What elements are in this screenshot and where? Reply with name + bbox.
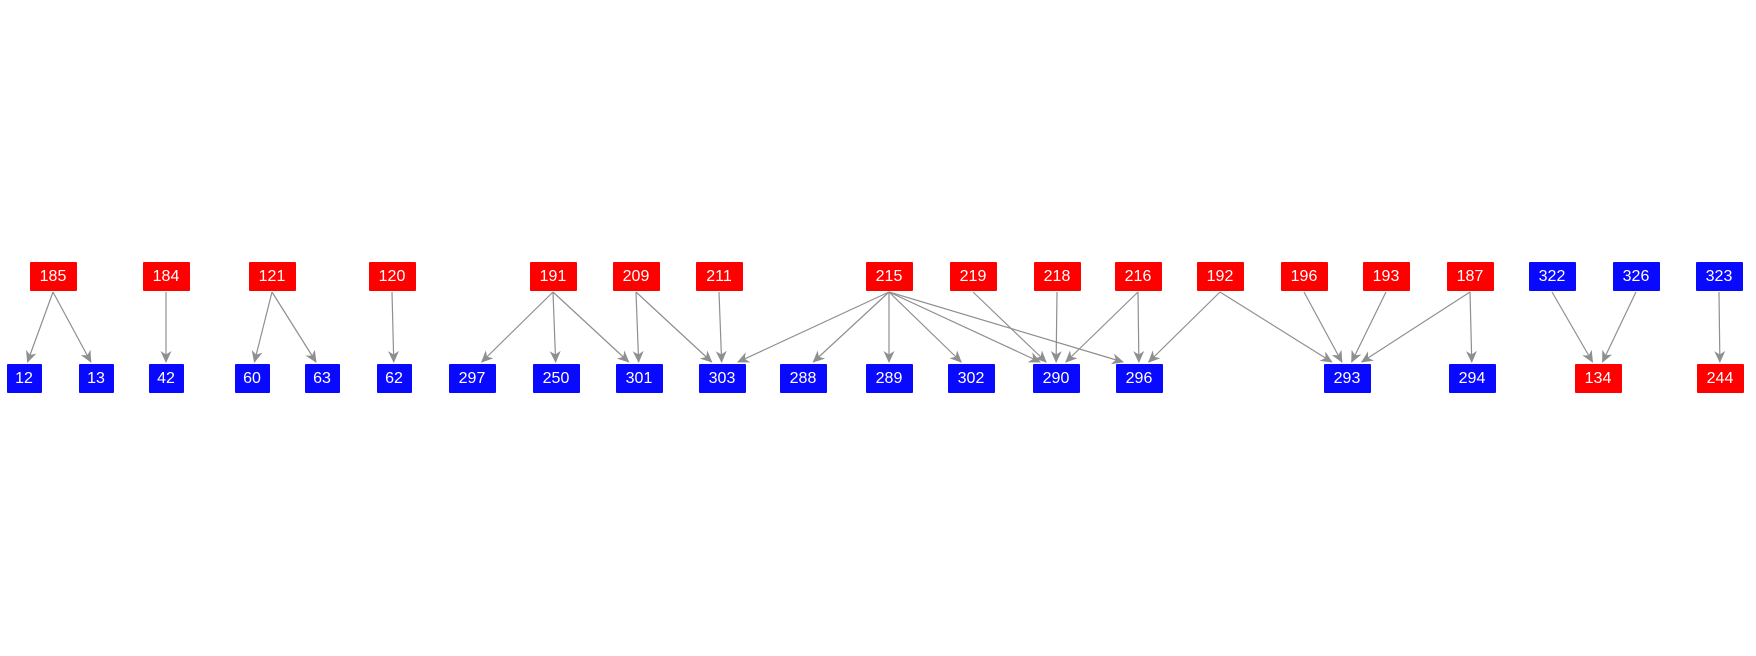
- edge-196-293: [1303, 291, 1343, 363]
- edge-191-297: [481, 291, 554, 363]
- graph-node-326: 326: [1612, 262, 1660, 291]
- graph-node-289: 289: [865, 364, 913, 393]
- edge-121-60: [251, 291, 273, 363]
- edge-326-134: [1602, 291, 1637, 363]
- graph-node-216: 216: [1114, 262, 1162, 291]
- graph-node-218: 218: [1033, 262, 1081, 291]
- edge-215-302: [888, 291, 962, 363]
- graph-node-184: 184: [142, 262, 190, 291]
- graph-node-120: 120: [368, 262, 416, 291]
- graph-node-219: 219: [949, 262, 997, 291]
- graph-node-290: 290: [1032, 364, 1080, 393]
- edge-191-250: [549, 291, 561, 363]
- graph-node-215: 215: [865, 262, 913, 291]
- graph-node-42: 42: [148, 364, 184, 393]
- edge-187-294: [1465, 291, 1477, 363]
- graph-node-63: 63: [304, 364, 340, 393]
- graph-node-134: 134: [1574, 364, 1622, 393]
- graph-node-211: 211: [695, 262, 743, 291]
- graph-node-12: 12: [6, 364, 42, 393]
- graph-node-187: 187: [1446, 262, 1494, 291]
- graph-node-244: 244: [1696, 364, 1744, 393]
- edge-323-244: [1714, 291, 1726, 363]
- graph-node-192: 192: [1196, 262, 1244, 291]
- graph-node-62: 62: [376, 364, 412, 393]
- graph-node-13: 13: [78, 364, 114, 393]
- edge-322-134: [1551, 291, 1593, 363]
- graph-node-297: 297: [448, 364, 496, 393]
- graph-node-293: 293: [1323, 364, 1371, 393]
- edge-215-288: [812, 291, 890, 363]
- edge-219-290: [972, 291, 1047, 363]
- edge-191-301: [552, 291, 630, 363]
- edge-121-63: [271, 291, 317, 363]
- edge-group: [26, 291, 1726, 365]
- edge-193-293: [1351, 291, 1387, 363]
- edge-215-303: [737, 291, 890, 363]
- edge-216-290: [1065, 291, 1139, 363]
- edge-216-296: [1133, 291, 1145, 363]
- graph-node-209: 209: [612, 262, 660, 291]
- graph-node-191: 191: [529, 262, 577, 291]
- edge-192-293: [1219, 291, 1333, 363]
- graph-node-196: 196: [1280, 262, 1328, 291]
- edge-120-62: [387, 291, 399, 363]
- graph-node-301: 301: [615, 364, 663, 393]
- graph-node-288: 288: [779, 364, 827, 393]
- edge-215-290: [888, 291, 1041, 363]
- edge-185-12: [26, 291, 54, 363]
- edge-192-296: [1148, 291, 1221, 363]
- graph-node-250: 250: [532, 364, 580, 393]
- edge-185-13: [52, 291, 92, 363]
- graph-node-121: 121: [248, 262, 296, 291]
- edge-209-303: [635, 291, 713, 363]
- graph-node-322: 322: [1528, 262, 1576, 291]
- edge-215-296: [888, 291, 1124, 365]
- graph-node-193: 193: [1362, 262, 1410, 291]
- graph-node-60: 60: [234, 364, 270, 393]
- graph-node-294: 294: [1448, 364, 1496, 393]
- edge-187-293: [1360, 291, 1471, 363]
- graph-node-323: 323: [1695, 262, 1743, 291]
- graph-node-302: 302: [947, 364, 995, 393]
- graph-node-303: 303: [698, 364, 746, 393]
- graph-node-296: 296: [1115, 364, 1163, 393]
- edge-209-301: [632, 291, 644, 363]
- edge-218-290: [1050, 291, 1062, 363]
- graph-node-185: 185: [29, 262, 77, 291]
- edge-211-303: [715, 291, 727, 363]
